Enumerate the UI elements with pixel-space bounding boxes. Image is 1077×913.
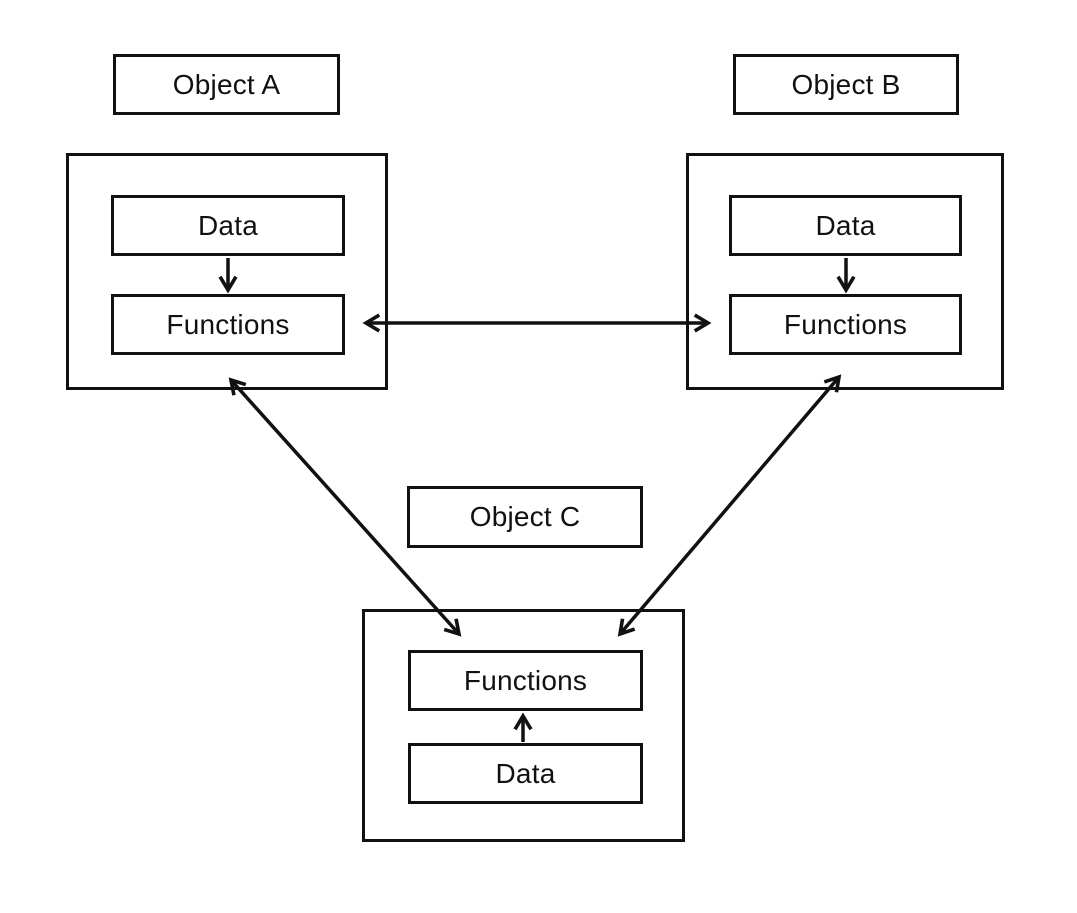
object-c-functions-box: Functions <box>408 650 643 711</box>
object-c-title: Object C <box>469 501 581 532</box>
object-b-data-label: Data <box>815 209 876 241</box>
object-a-functions-box: Functions <box>111 294 345 355</box>
object-a-functions-label: Functions <box>166 308 290 340</box>
object-a-title: Object A <box>172 68 281 100</box>
arrow-b-to-c-functions-icon <box>617 374 842 637</box>
object-c-data-box: Data <box>408 743 643 804</box>
object-a-data-label: Data <box>198 209 258 241</box>
object-c-container <box>362 609 685 842</box>
object-c-data-label: Data <box>495 757 556 789</box>
object-c-title-box: Object C <box>407 486 643 548</box>
object-b-container <box>686 153 1004 390</box>
object-a-title-box: Object A <box>113 54 340 115</box>
object-b-functions-box: Functions <box>729 294 962 355</box>
object-b-functions-label: Functions <box>783 308 908 340</box>
object-b-data-box: Data <box>729 195 962 256</box>
object-b-title: Object B <box>791 68 901 100</box>
object-a-data-box: Data <box>111 195 345 256</box>
object-b-title-box: Object B <box>733 54 959 115</box>
object-c-functions-label: Functions <box>463 664 588 696</box>
object-a-container <box>66 153 388 390</box>
